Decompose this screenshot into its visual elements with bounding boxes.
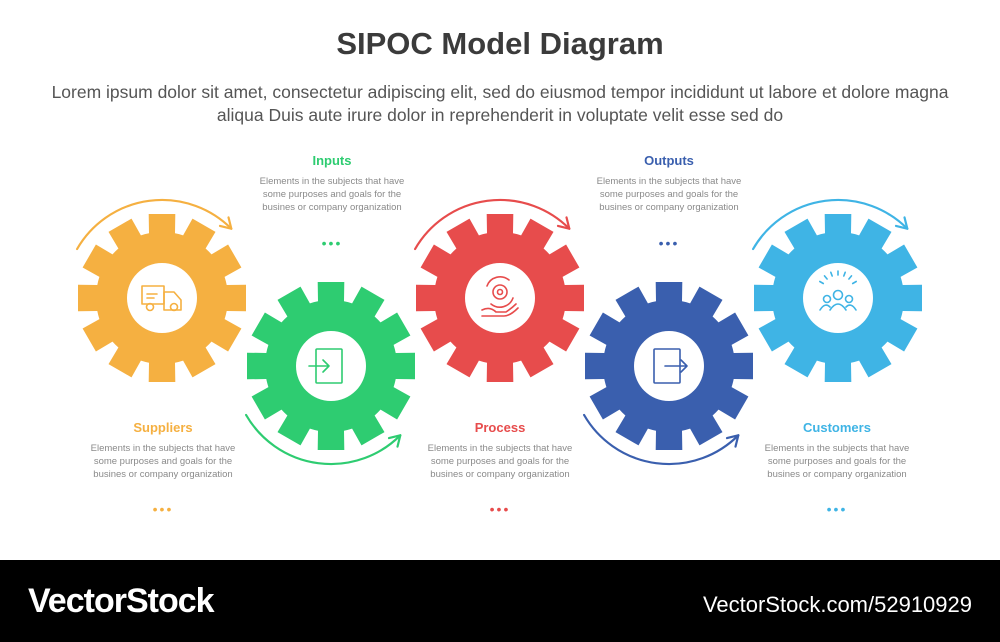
step-description-suppliers: Elements in the subjects that have some … <box>90 443 236 480</box>
step-dots-customers: ••• <box>826 501 848 517</box>
gear-diagram <box>76 198 922 466</box>
flow-arrow-process <box>414 198 571 251</box>
sign-in-icon <box>308 348 343 384</box>
flow-arrow-suppliers <box>76 198 233 251</box>
sign-out-icon <box>653 348 688 384</box>
step-title-outputs: Outputs <box>644 153 694 168</box>
step-description-outputs: Elements in the subjects that have some … <box>596 176 742 213</box>
step-dots-outputs: ••• <box>658 235 680 251</box>
gear-hub-suppliers <box>127 263 197 333</box>
step-title-inputs: Inputs <box>312 153 352 168</box>
watermark-footer: VectorStock VectorStock.com/52910929 <box>0 560 1000 642</box>
page-title: SIPOC Model Diagram <box>336 26 664 61</box>
flow-arrow-outputs <box>583 413 740 466</box>
step-description-process: Elements in the subjects that have some … <box>427 443 573 480</box>
step-title-customers: Customers <box>803 420 871 435</box>
people-group-icon <box>819 270 857 311</box>
gear-cycle-hand-icon <box>481 276 519 317</box>
step-title-suppliers: Suppliers <box>133 420 193 435</box>
gear-hub-inputs <box>296 331 366 401</box>
step-dots-suppliers: ••• <box>152 501 174 517</box>
step-dots-process: ••• <box>489 501 511 517</box>
image-credit: VectorStock.com/52910929 <box>702 592 972 617</box>
page-subtitle: Lorem ipsum dolor sit amet, consectetur … <box>51 82 949 125</box>
gear-hub-process <box>465 263 535 333</box>
step-description-customers: Elements in the subjects that have some … <box>764 443 910 480</box>
delivery-truck-icon <box>141 285 182 312</box>
flow-arrow-inputs <box>245 413 402 466</box>
step-description-inputs: Elements in the subjects that have some … <box>259 176 405 213</box>
step-title-process: Process <box>474 420 526 435</box>
diagram-canvas: SIPOC Model Diagram Lorem ipsum dolor si… <box>51 26 949 517</box>
brand-logo: VectorStock <box>28 582 215 620</box>
step-dots-inputs: ••• <box>321 235 343 251</box>
gear-hub-customers <box>803 263 873 333</box>
flow-arrow-customers <box>752 198 909 251</box>
